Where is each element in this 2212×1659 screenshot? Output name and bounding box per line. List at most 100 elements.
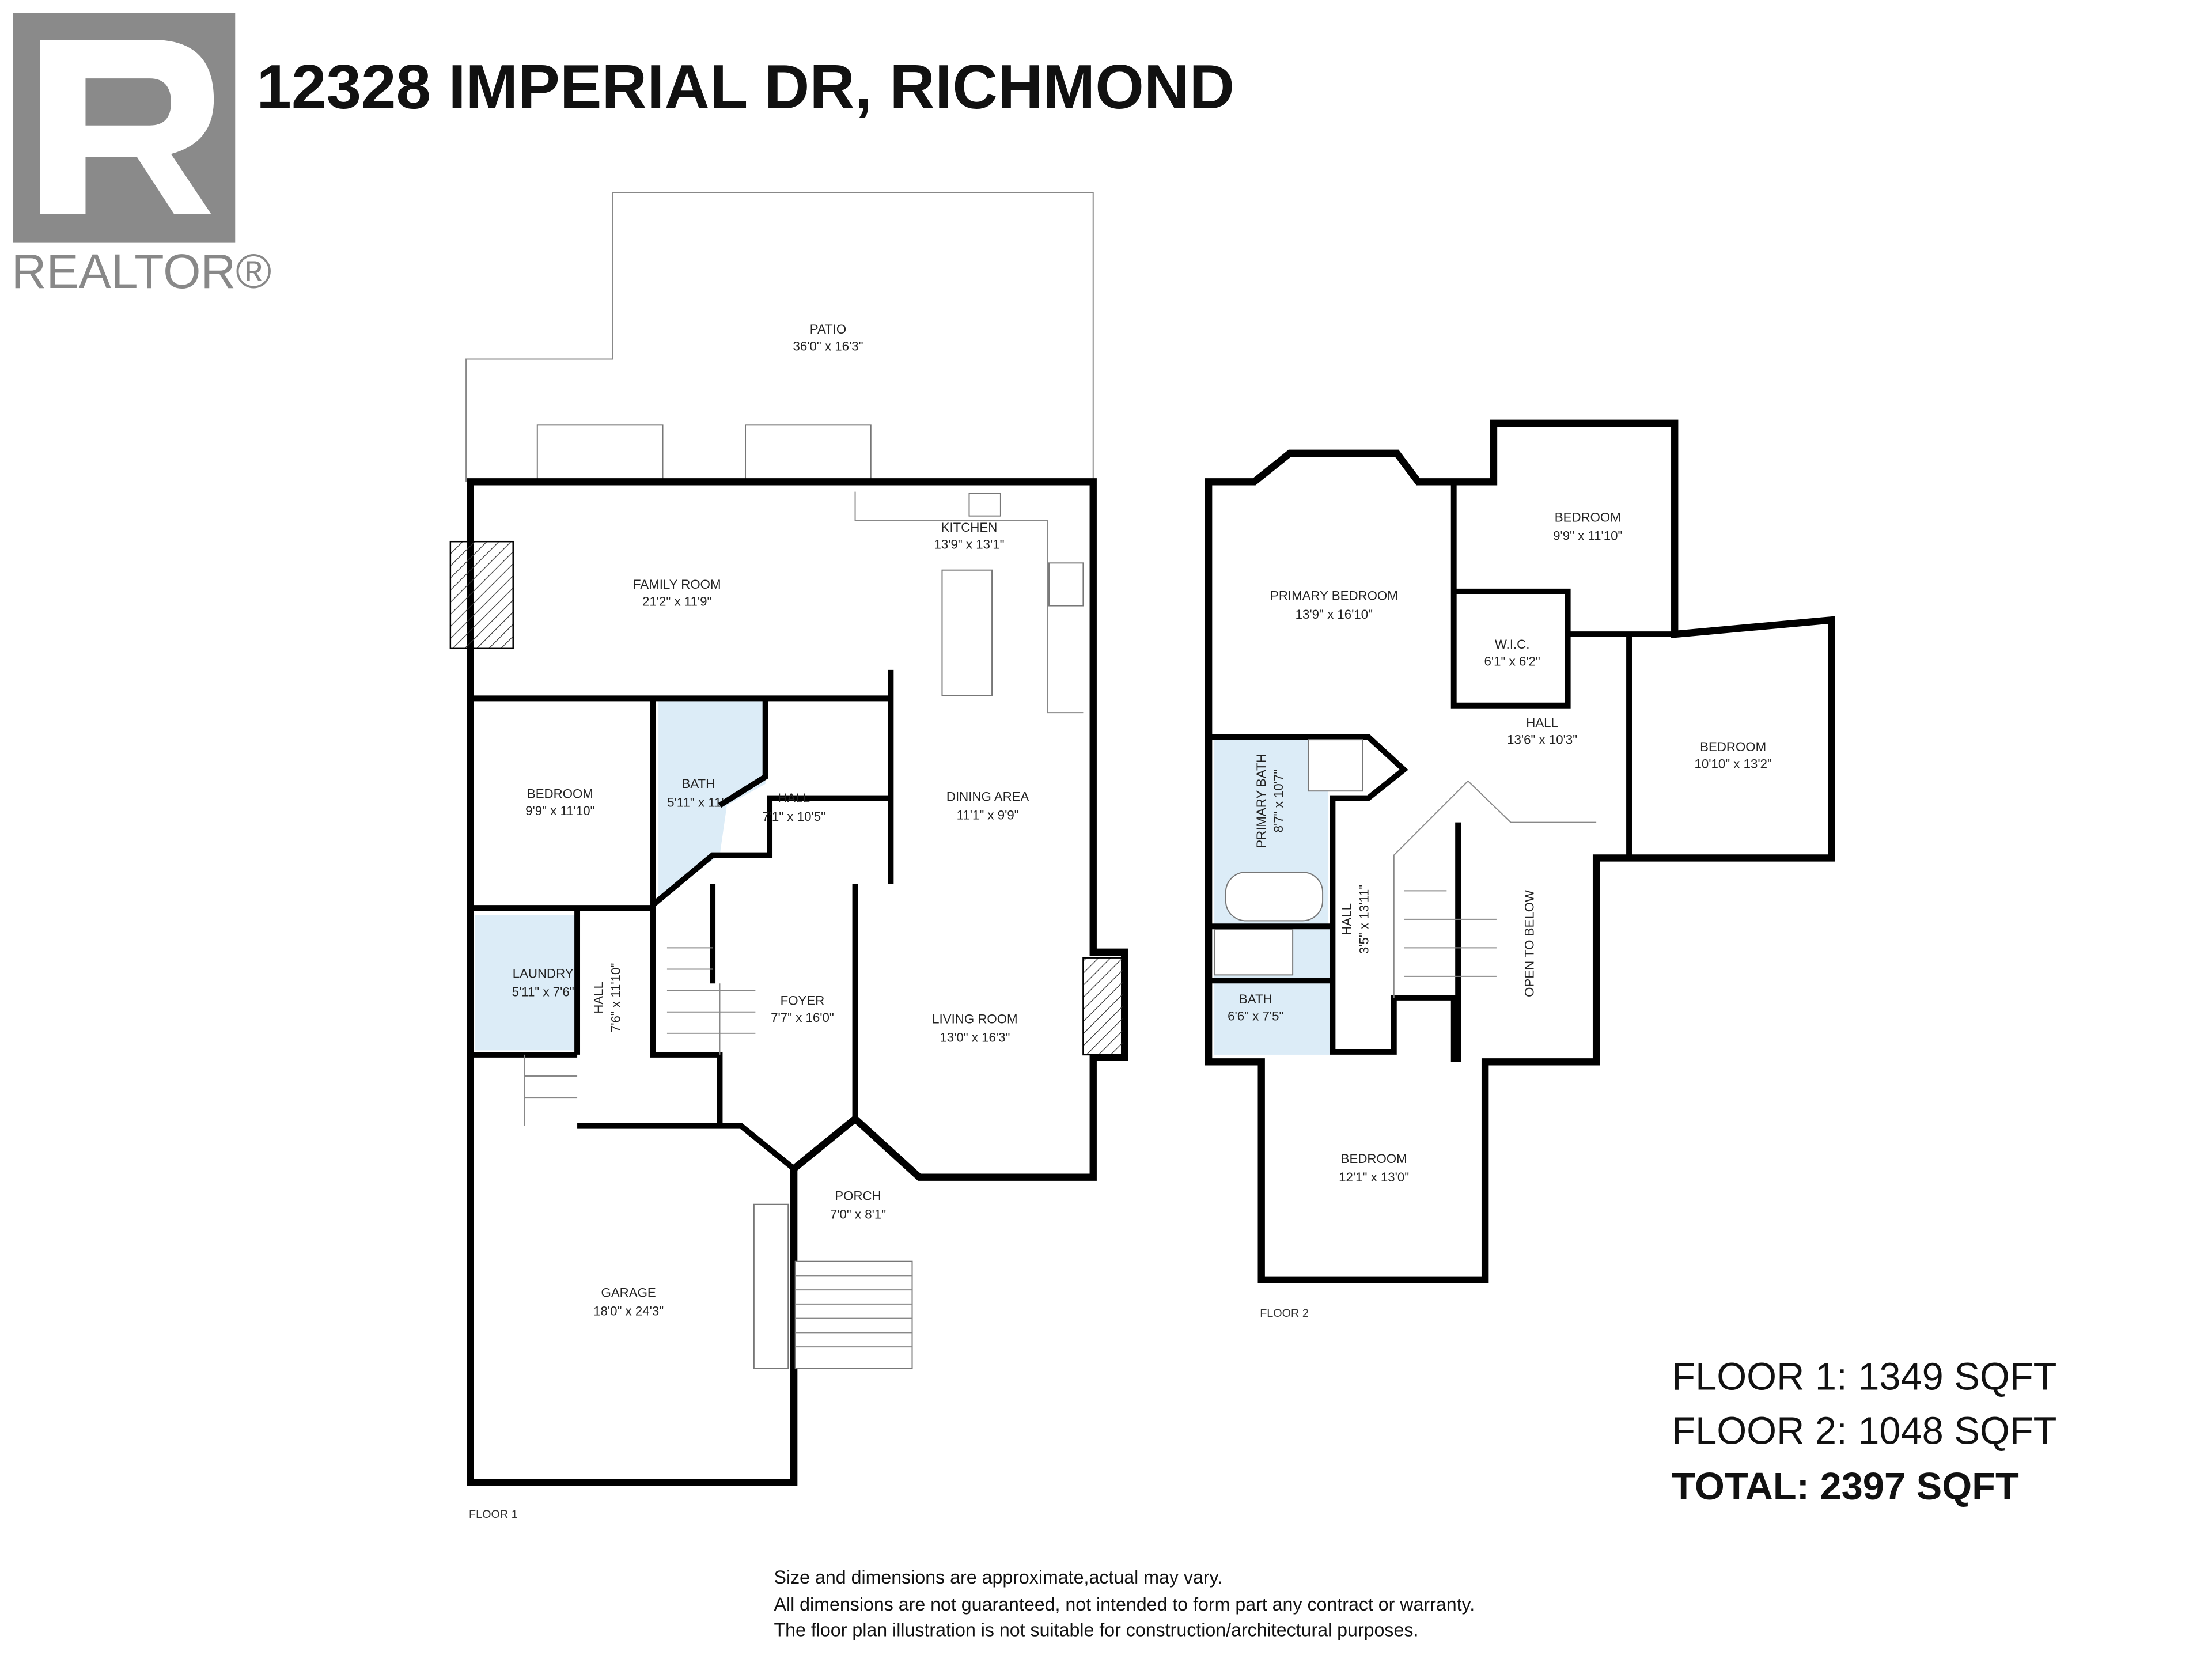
floor-1-sqft: FLOOR 1: 1349 SQFT [1672, 1355, 2056, 1398]
svg-text:All dimensions are not guarant: All dimensions are not guaranteed, not i… [774, 1594, 1475, 1615]
svg-text:18'0" x 24'3": 18'0" x 24'3" [593, 1304, 664, 1319]
shower-icon [1214, 929, 1294, 976]
svg-text:GARAGE: GARAGE [601, 1286, 656, 1300]
total-sqft: TOTAL: 2397 SQFT [1672, 1465, 2019, 1508]
svg-text:Size and dimensions are approx: Size and dimensions are approximate,actu… [774, 1567, 1223, 1588]
svg-text:HALL: HALL [778, 791, 810, 805]
svg-text:6'6" x 7'5": 6'6" x 7'5" [1228, 1009, 1283, 1024]
room-label: BATH 5'11" x 11' [667, 777, 724, 809]
patio-door [745, 424, 872, 483]
svg-text:OPEN TO BELOW: OPEN TO BELOW [1522, 890, 1536, 997]
room-label: GARAGE 18'0" x 24'3" [593, 1286, 664, 1319]
room-label: FOYER 7'7" x 16'0" [771, 993, 834, 1025]
room-label: W.I.C.6'1" x 6'2" [1484, 637, 1540, 669]
room-label: HALL 7'1" x 10'5" [762, 791, 825, 824]
svg-text:FOYER: FOYER [781, 993, 825, 1007]
svg-text:13'6" x 10'3": 13'6" x 10'3" [1507, 733, 1577, 747]
room-label: BATH 6'6" x 7'5" [1228, 992, 1283, 1024]
svg-text:9'9" x 11'10": 9'9" x 11'10" [1553, 529, 1622, 543]
svg-text:The floor plan illustration is: The floor plan illustration is not suita… [774, 1619, 1419, 1640]
room-label: LAUNDRY 5'11" x 7'6" [512, 966, 574, 999]
room-label: DINING AREA 11'1" x 9'9" [946, 790, 1029, 823]
svg-text:PATIO: PATIO [810, 322, 846, 336]
svg-text:BEDROOM: BEDROOM [1700, 740, 1766, 754]
svg-text:W.I.C.: W.I.C. [1495, 637, 1530, 652]
room-label: LIVING ROOM 13'0" x 16'3" [932, 1012, 1017, 1044]
realtor-logo-text: REALTOR® [12, 244, 271, 298]
svg-text:21'2" x 11'9": 21'2" x 11'9" [642, 594, 711, 609]
square-footage-summary: FLOOR 1: 1349 SQFT FLOOR 2: 1048 SQFT TO… [1672, 1355, 2056, 1508]
svg-text:13'0" x 16'3": 13'0" x 16'3" [940, 1031, 1010, 1045]
room-label: PRIMARY BEDROOM 13'9" x 16'10" [1270, 589, 1398, 622]
svg-text:PRIMARY BEDROOM: PRIMARY BEDROOM [1270, 589, 1398, 603]
svg-text:9'9" x 11'10": 9'9" x 11'10" [525, 804, 594, 818]
svg-text:KITCHEN: KITCHEN [941, 520, 998, 535]
floor-2-exterior-walls [1205, 419, 1835, 1284]
svg-text:BATH: BATH [682, 777, 715, 791]
svg-text:BEDROOM: BEDROOM [1555, 510, 1621, 525]
svg-text:LAUNDRY: LAUNDRY [513, 966, 574, 980]
kitchen-island [941, 569, 993, 696]
svg-text:LIVING ROOM: LIVING ROOM [932, 1012, 1017, 1026]
disclaimer: Size and dimensions are approximate,actu… [774, 1567, 1475, 1641]
fireplace-icon [1082, 957, 1124, 1056]
floor-2-sqft: FLOOR 2: 1048 SQFT [1672, 1410, 2056, 1452]
svg-text:BEDROOM: BEDROOM [1341, 1152, 1407, 1166]
floor-2-label: FLOOR 2 [1260, 1307, 1309, 1320]
bathtub-icon [1225, 872, 1324, 922]
svg-text:13'9" x 13'1": 13'9" x 13'1" [934, 537, 1004, 552]
room-label: BEDROOM 10'10" x 13'2" [1694, 740, 1771, 771]
page-title: 12328 IMPERIAL DR, RICHMOND [256, 52, 1234, 122]
svg-text:36'0" x 16'3": 36'0" x 16'3" [793, 339, 863, 354]
svg-text:11'1" x 9'9": 11'1" x 9'9" [957, 808, 1019, 823]
svg-text:FAMILY ROOM: FAMILY ROOM [633, 577, 721, 592]
svg-text:HALL: HALL [1526, 715, 1558, 730]
garage-stairs [524, 1054, 578, 1126]
room-label: PATIO 36'0" x 16'3" [793, 322, 863, 354]
room-label: BEDROOM 9'9" x 11'10" [525, 787, 594, 819]
shower-icon [1308, 739, 1363, 792]
fireplace-icon [449, 540, 514, 650]
svg-text:7'6" x 11'10": 7'6" x 11'10" [608, 963, 623, 1032]
svg-text:5'11" x 7'6": 5'11" x 7'6" [512, 984, 574, 999]
svg-text:BEDROOM: BEDROOM [527, 787, 593, 801]
room-label: KITCHEN 13'9" x 13'1" [934, 520, 1004, 552]
floor-2-plan: BEDROOM 9'9" x 11'10" PRIMARY BEDROOM 13'9… [1205, 419, 1835, 1320]
room-label: HALL 13'6" x 10'3" [1507, 715, 1577, 747]
floor-1-interior-walls [470, 669, 894, 1171]
svg-text:10'10" x 13'2": 10'10" x 13'2" [1694, 757, 1771, 771]
sink-icon [968, 493, 1001, 517]
bath-fill [658, 701, 766, 898]
svg-text:8'7" x 10'7": 8'7" x 10'7" [1271, 770, 1286, 833]
svg-text:HALL: HALL [1340, 903, 1354, 935]
kitchen-counter [854, 491, 1084, 714]
svg-text:7'7" x 16'0": 7'7" x 16'0" [771, 1010, 834, 1025]
floor-2-stairs [1393, 780, 1597, 998]
floor-1-label: FLOOR 1 [469, 1508, 518, 1521]
porch-stairs [753, 1203, 913, 1369]
svg-text:7'1" x 10'5": 7'1" x 10'5" [762, 809, 825, 824]
realtor-logo: REALTOR® [12, 13, 271, 298]
svg-text:BATH: BATH [1239, 992, 1272, 1006]
patio-outline [465, 192, 1094, 482]
svg-text:5'11" x 11': 5'11" x 11' [667, 795, 724, 809]
svg-text:PORCH: PORCH [835, 1188, 881, 1203]
stove-icon [1048, 562, 1084, 607]
svg-text:PRIMARY BATH: PRIMARY BATH [1254, 753, 1268, 848]
laundry-fill [474, 915, 578, 1051]
room-label: FAMILY ROOM 21'2" x 11'9" [633, 577, 721, 609]
svg-text:3'5" x 13'11": 3'5" x 13'11" [1357, 885, 1371, 954]
floor-1-stairs [666, 947, 756, 1055]
floor-1-exterior-walls [467, 478, 1128, 1486]
patio-door [536, 424, 664, 483]
svg-text:13'9" x 16'10": 13'9" x 16'10" [1296, 607, 1373, 622]
room-label: OPEN TO BELOW [1522, 890, 1536, 997]
svg-text:DINING AREA: DINING AREA [946, 790, 1029, 804]
